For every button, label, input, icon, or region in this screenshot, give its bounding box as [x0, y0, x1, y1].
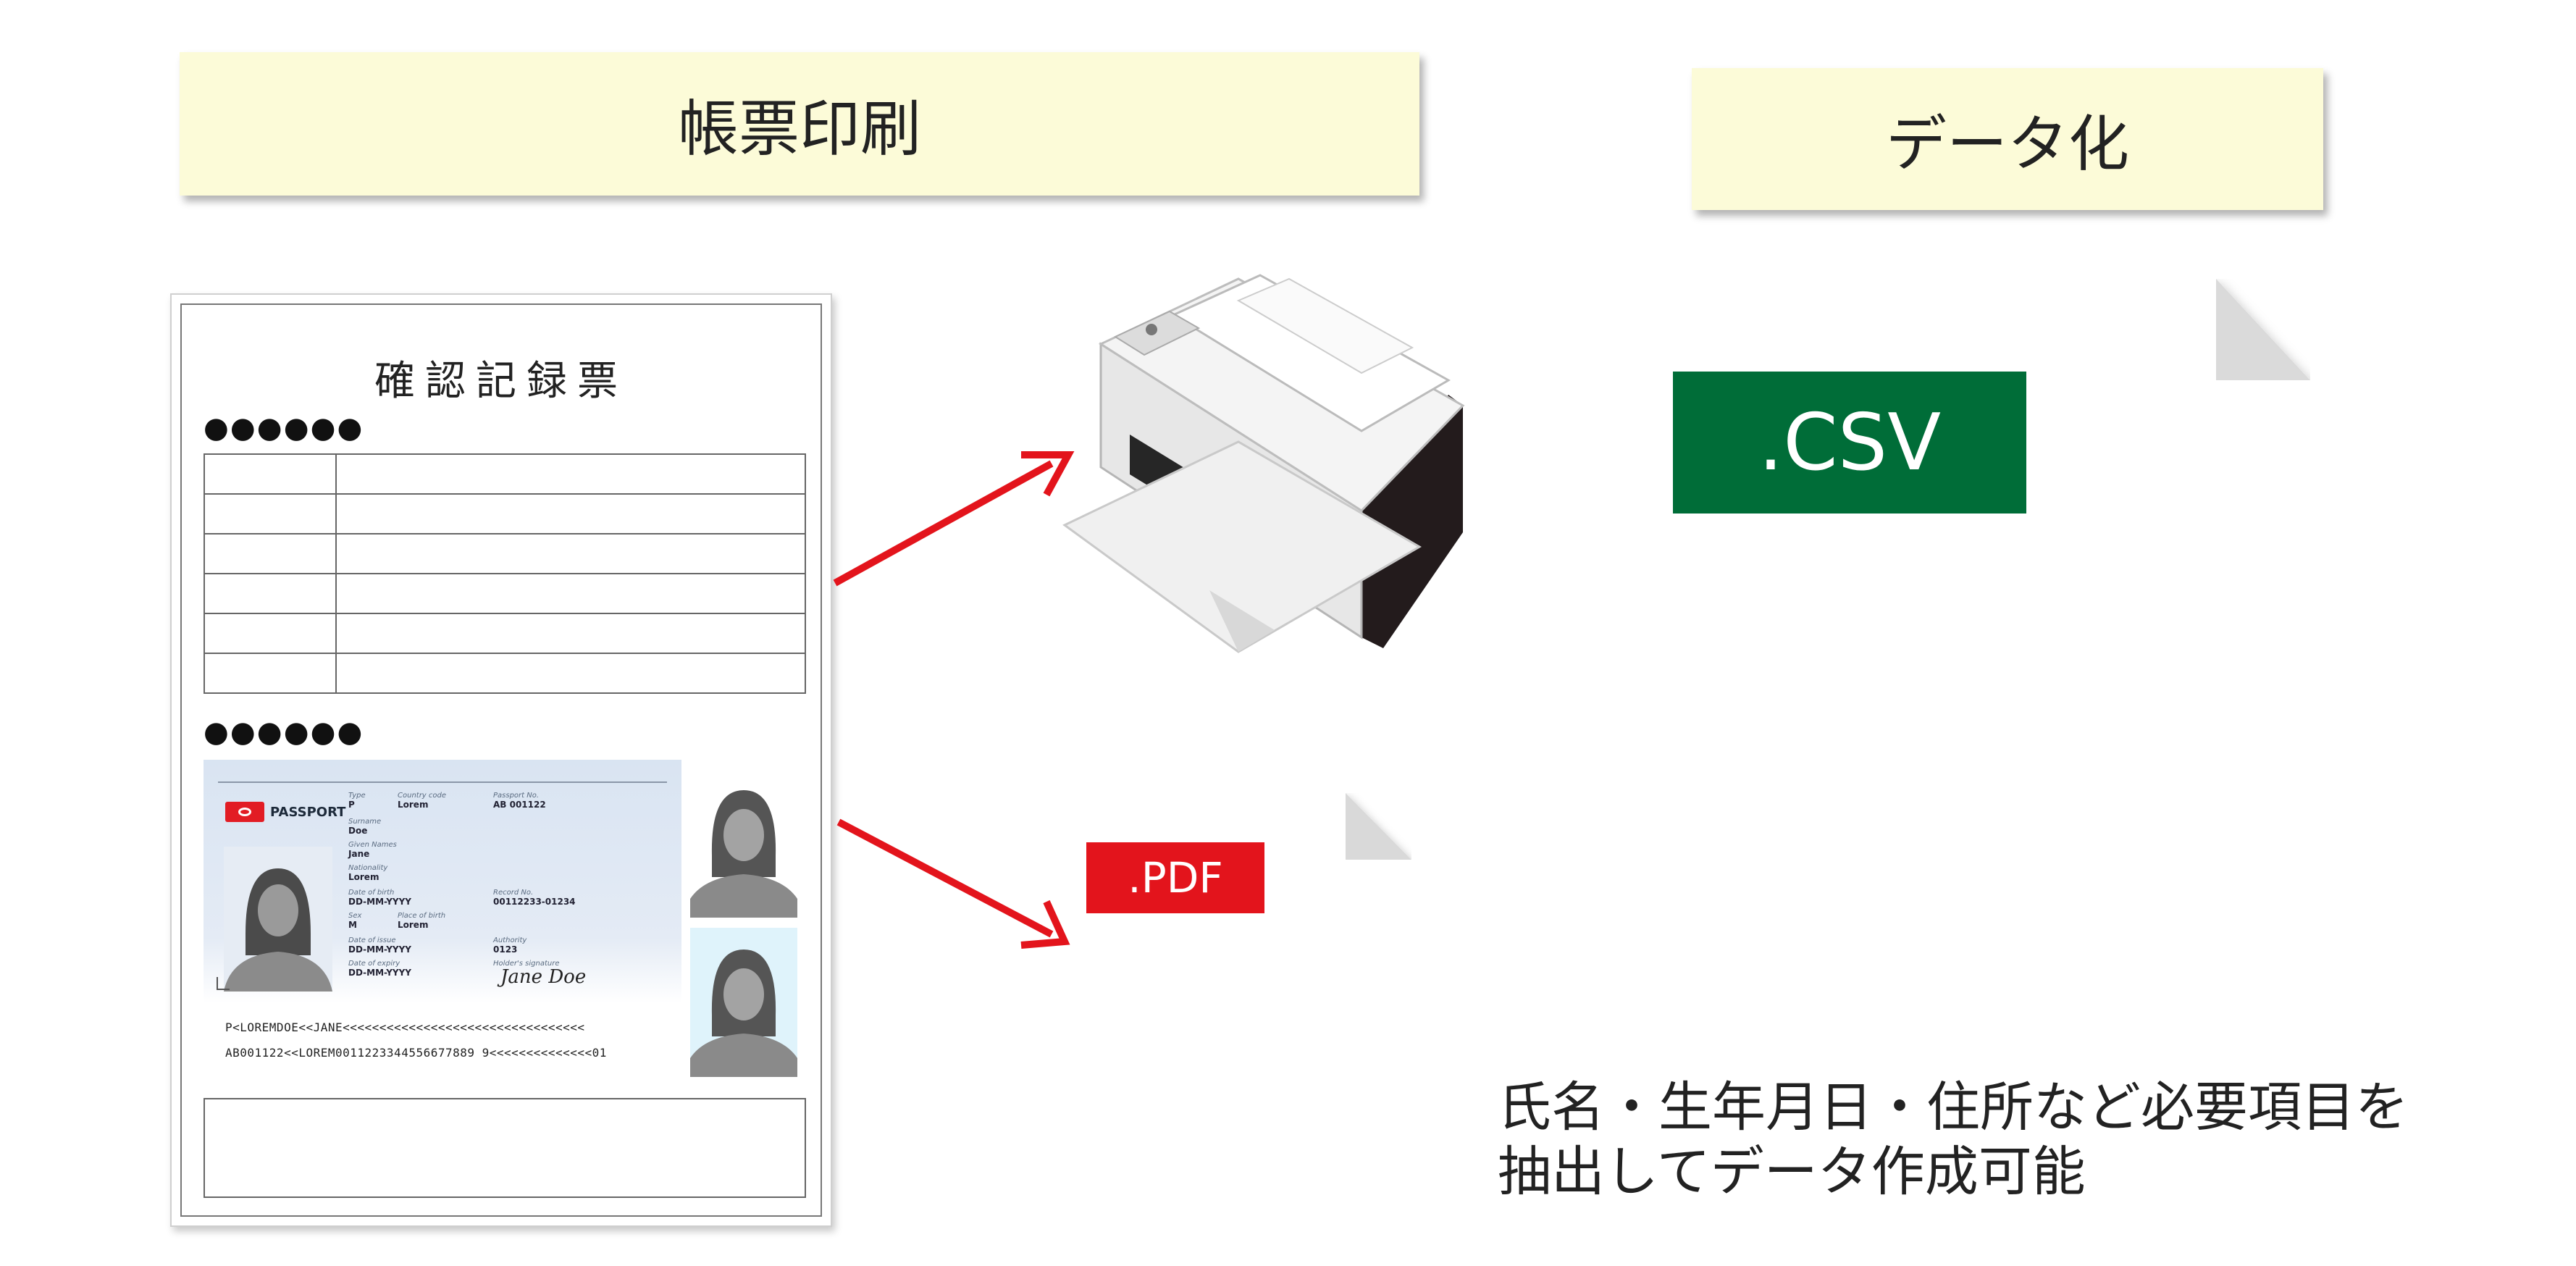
mrz-line-2: AB001122<<LOREM0011223344556677889 9<<<<… [225, 1046, 607, 1060]
print-header: 帳票印刷 [180, 52, 1419, 196]
table-row [204, 453, 806, 495]
table-cell [335, 533, 806, 574]
pp-field-passport-no: Passport No.AB 001122 [493, 792, 546, 810]
id-photo-blue-icon [690, 928, 797, 1077]
csv-badge: .CSV [1673, 372, 2026, 513]
table-row [204, 653, 806, 694]
arrow-to-printer-icon [833, 451, 1075, 587]
passport-label: PASSPORT [270, 805, 346, 820]
table-cell [204, 453, 337, 495]
form-title: 確認記録票 [374, 358, 628, 405]
printer-icon [1062, 274, 1465, 653]
table-cell [204, 653, 337, 694]
note-line-1: 氏名・生年月日・住所など必要項目を [1498, 1076, 2409, 1139]
id-photo-grey-icon [690, 768, 797, 918]
table-cell [335, 573, 806, 614]
pdf-badge-label: .PDF [1128, 853, 1223, 902]
data-header: データ化 [1692, 68, 2323, 210]
pdf-badge: .PDF [1086, 842, 1264, 913]
form-notes-box [204, 1098, 806, 1198]
form-table [204, 453, 806, 694]
section-marker-2: ●●●●●● [204, 716, 364, 749]
table-cell [204, 573, 337, 614]
passport-portrait-icon [224, 847, 332, 992]
table-row [204, 613, 806, 654]
passport-flag-icon [225, 802, 264, 822]
passport-corner-mark [217, 977, 230, 990]
arrow-to-pdf-icon [836, 818, 1070, 949]
table-cell [335, 613, 806, 654]
data-extraction-note: 氏名・生年月日・住所など必要項目を 抽出してデータ作成可能 [1498, 1076, 2569, 1204]
section-marker-1: ●●●●●● [204, 411, 364, 445]
passport-signature: Jane Doe [500, 966, 587, 988]
table-row [204, 533, 806, 574]
table-cell [335, 453, 806, 495]
csv-badge-label: .CSV [1758, 397, 1942, 488]
note-line-2: 抽出してデータ作成可能 [1498, 1140, 2086, 1203]
pp-field-holder-signature: Holder's signature [493, 960, 560, 968]
table-cell [204, 613, 337, 654]
data-header-label: データ化 [1885, 108, 2129, 180]
table-row [204, 573, 806, 614]
mrz-line-1: P<LOREMDOE<<JANE<<<<<<<<<<<<<<<<<<<<<<<<… [225, 1020, 585, 1034]
table-cell [335, 493, 806, 535]
pp-field-record-no: Record No.00112233-01234 [493, 889, 576, 907]
print-header-label: 帳票印刷 [677, 93, 921, 164]
table-cell [204, 493, 337, 535]
table-cell [335, 653, 806, 694]
table-row [204, 493, 806, 535]
passport-rule [218, 781, 667, 783]
table-cell [204, 533, 337, 574]
